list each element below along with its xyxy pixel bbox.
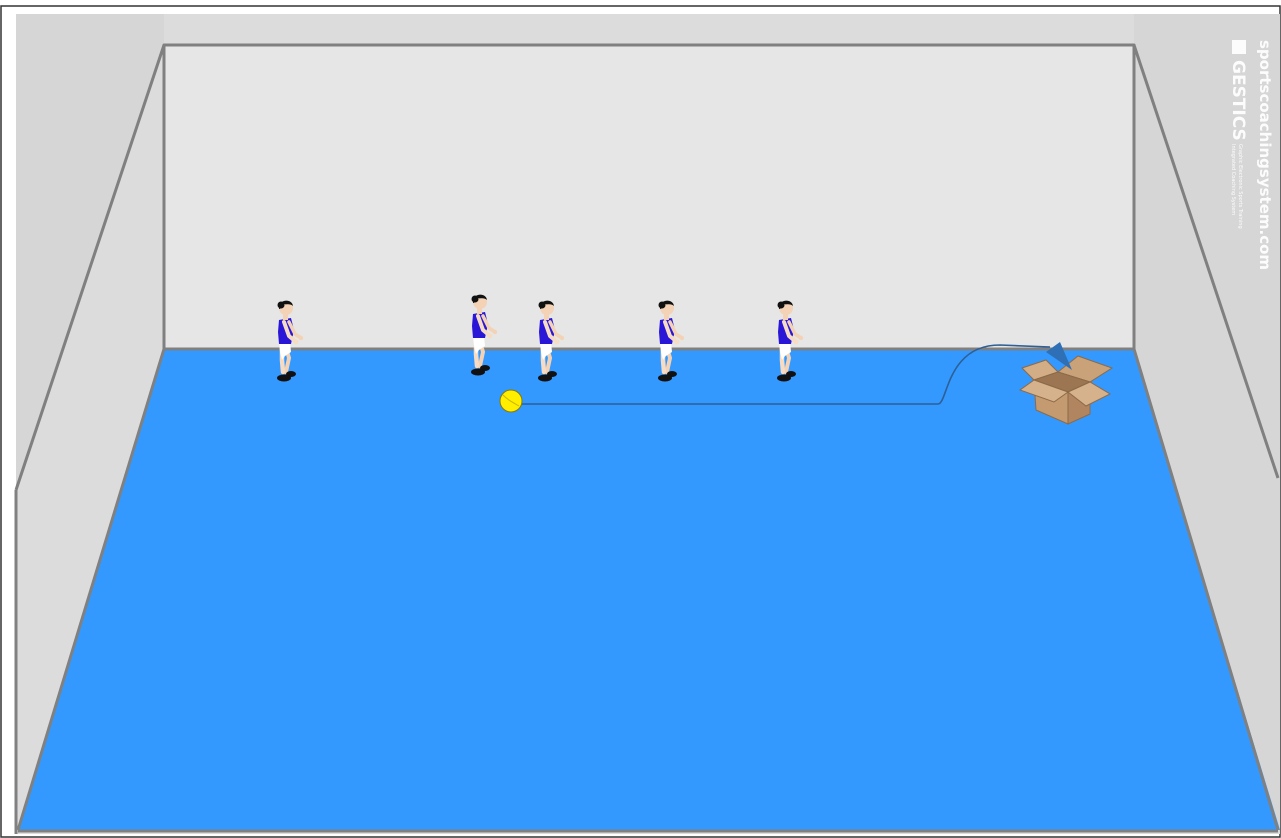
left-wall (16, 14, 164, 490)
ball (499, 389, 523, 413)
box-front-right-flap (1067, 381, 1112, 407)
trajectory-path (512, 344, 1051, 405)
gestics-logo-icon (1232, 40, 1246, 54)
watermark-tagline-2: Integrated Coaching System (1230, 144, 1236, 215)
watermark: sportscoachingsystem.com GESTICS Graphic… (1228, 40, 1274, 270)
left-ceiling-edge (14, 44, 166, 491)
room-frame (14, 43, 1280, 834)
right-ceiling-edge (1132, 44, 1280, 479)
right-floor-edge (1132, 348, 1280, 831)
box-front-left-flap (1018, 379, 1070, 403)
watermark-tagline-1: Graphic Electronic Sports Training (1237, 144, 1243, 229)
watermark-brand: GESTICS (1228, 60, 1248, 141)
right-wall (1134, 14, 1280, 834)
left-floor-edge (16, 348, 166, 831)
ball-seam (502, 394, 520, 407)
watermark-site: sportscoachingsystem.com (1256, 40, 1274, 270)
ball-trajectory (512, 344, 1051, 405)
cardboard-box (1018, 355, 1114, 425)
back-wall (164, 45, 1134, 349)
trajectory-arrow-head (1046, 342, 1072, 370)
floor (18, 349, 1280, 830)
room (16, 14, 1280, 834)
